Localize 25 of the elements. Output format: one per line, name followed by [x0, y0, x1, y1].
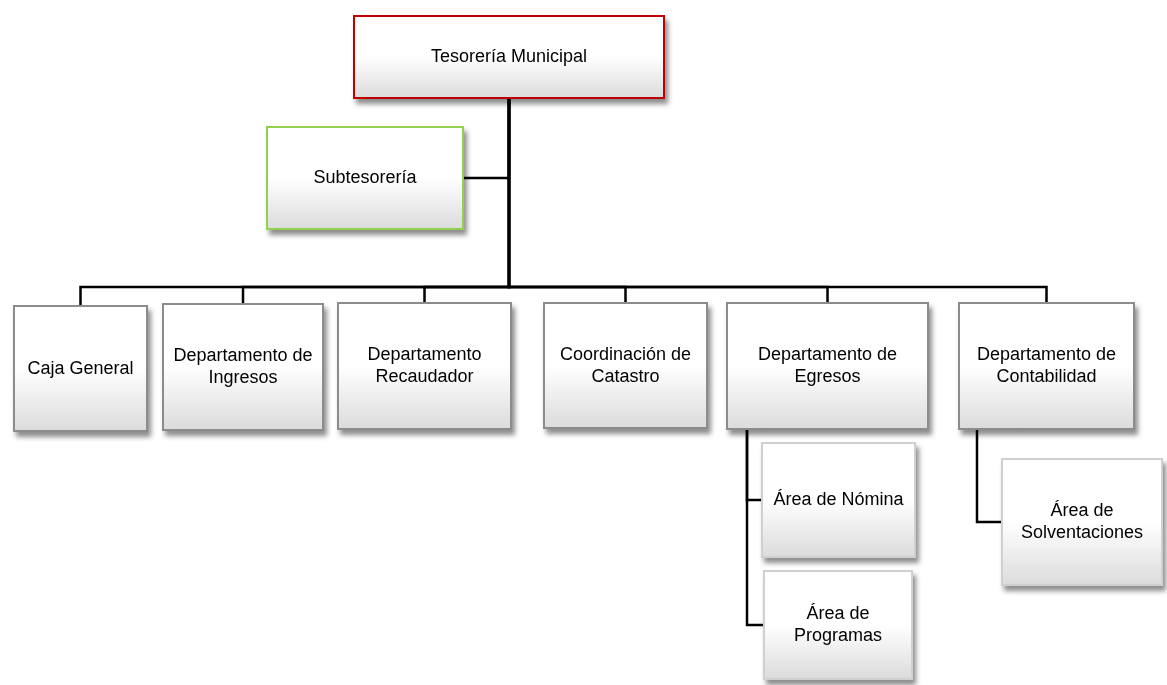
org-box: [162, 303, 324, 431]
box-label: Caja General: [27, 357, 134, 380]
box-label: Departamento Recaudador: [366, 344, 483, 388]
box-label: Área de Solventaciones: [1019, 500, 1145, 544]
org-box: [337, 302, 512, 430]
connector-line: [507, 99, 1048, 302]
box-label: Departamento de Ingresos: [172, 345, 314, 389]
org-box: [543, 302, 708, 429]
box-label: Área de Nómina: [773, 489, 904, 511]
box-label: Subtesorería: [313, 167, 417, 189]
org-box: [1001, 458, 1163, 586]
box-label: Departamento de Egresos: [756, 344, 899, 388]
org-box: [958, 302, 1135, 430]
org-box: [353, 15, 665, 99]
box-label: Área de Programas: [793, 603, 883, 647]
org-box: [13, 305, 148, 432]
org-box: [761, 442, 916, 558]
connector-line: [745, 430, 763, 627]
box-label: Tesorería Municipal: [430, 46, 588, 68]
org-box: [763, 570, 913, 680]
connector-line: [975, 430, 1001, 524]
box-label: Coordinación de Catastro: [558, 343, 693, 388]
org-box: [266, 126, 464, 230]
org-box: [726, 302, 929, 430]
box-label: Departamento de Contabilidad: [975, 344, 1118, 388]
